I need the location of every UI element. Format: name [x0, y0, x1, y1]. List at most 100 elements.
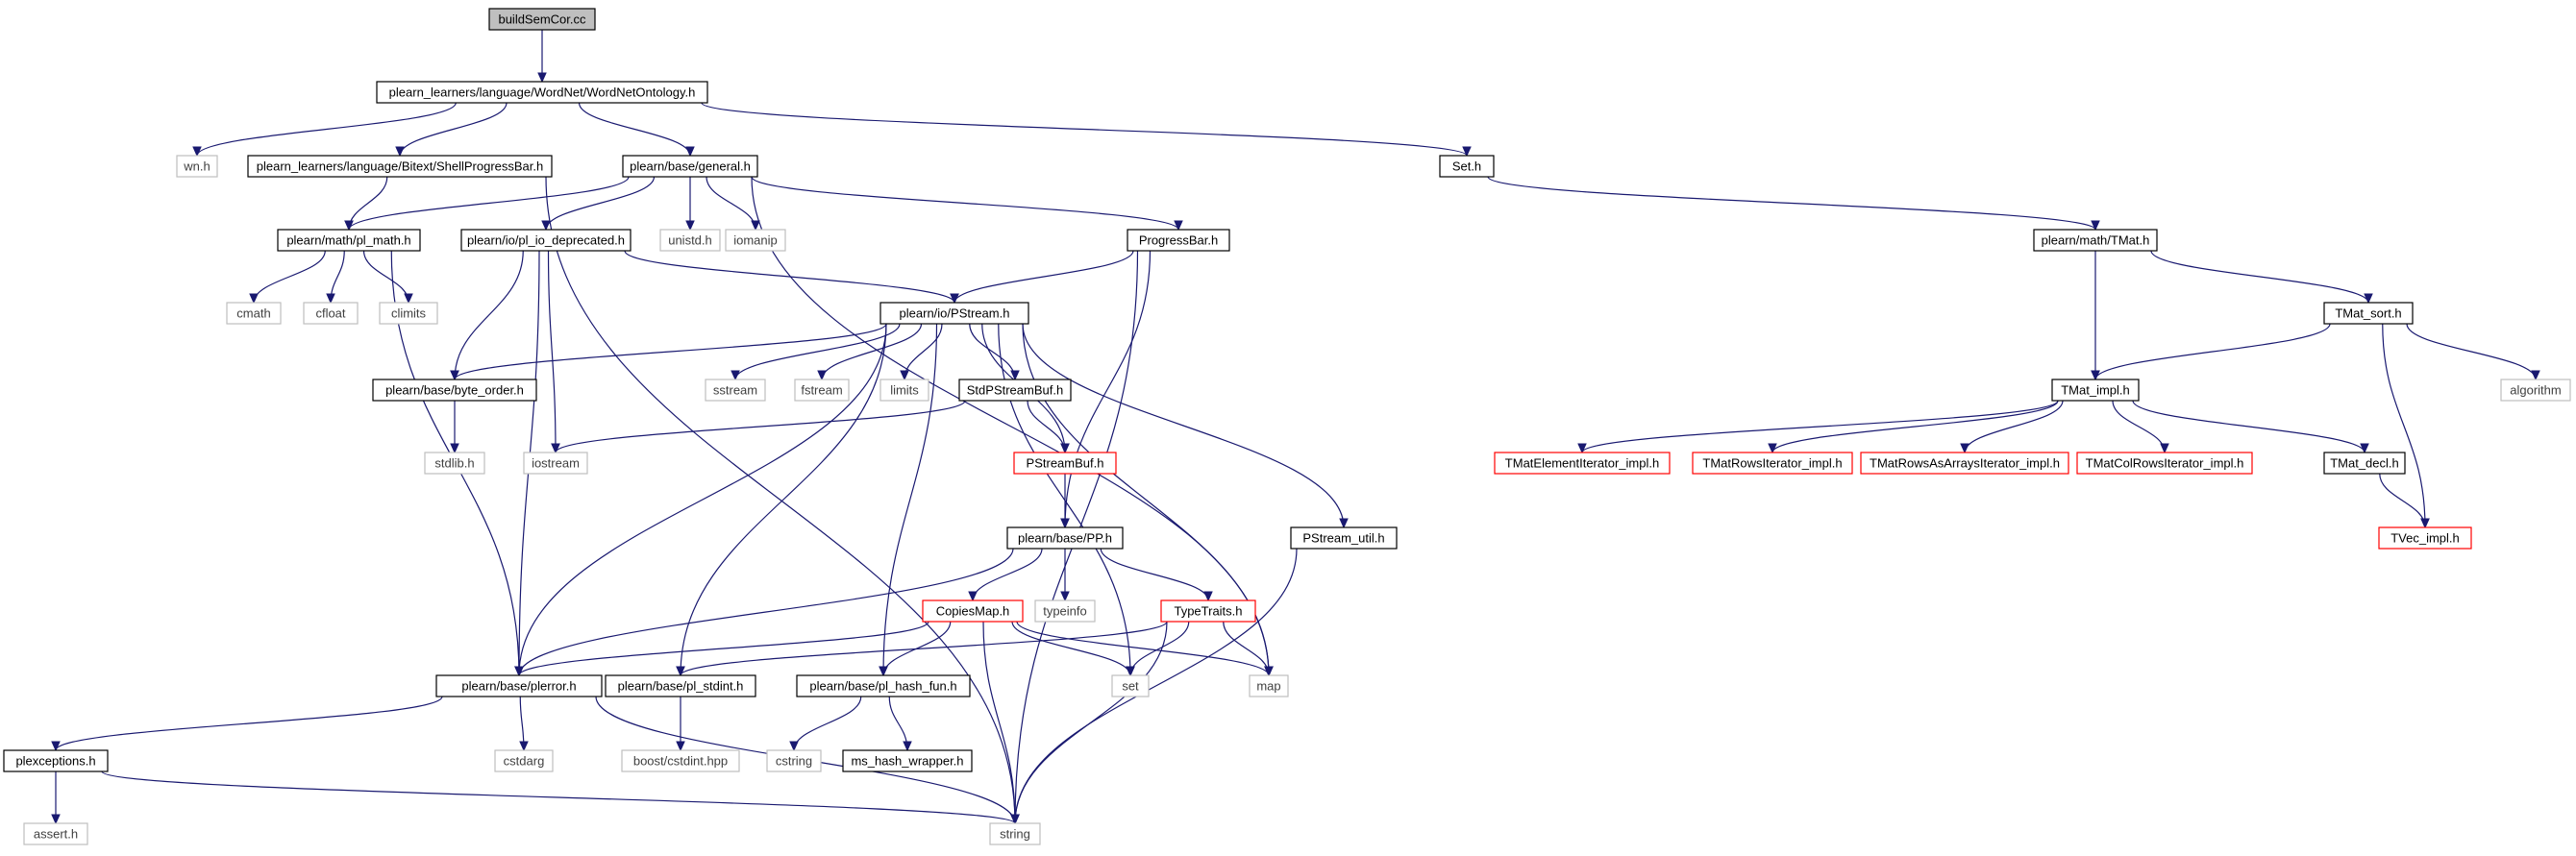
node-label: sstream — [713, 383, 757, 398]
node-box — [989, 822, 1041, 845]
arrowhead-icon — [2091, 370, 2100, 381]
node-tmatElem[interactable]: TMatElementIterator_impl.h — [1494, 452, 1671, 475]
edge-general-to-ioDep — [541, 176, 656, 232]
edge-line — [1014, 621, 1168, 824]
node-stdPsb[interactable]: StdPStreamBuf.h — [958, 379, 1072, 402]
node-cstdint: boost/cstdint.hpp — [621, 749, 740, 772]
node-hashFun[interactable]: plearn/base/pl_hash_fun.h — [796, 674, 971, 697]
node-pstreamUtil[interactable]: PStream_util.h — [1290, 526, 1398, 550]
node-tmat[interactable]: plearn/math/TMat.h — [2033, 229, 2158, 252]
node-plexceptions[interactable]: plexceptions.h — [3, 749, 109, 772]
node-tmatSort[interactable]: TMat_sort.h — [2323, 302, 2414, 325]
node-label: climits — [391, 306, 427, 321]
node-box — [494, 749, 554, 772]
node-climits: climits — [379, 302, 438, 325]
node-label: ProgressBar.h — [1139, 233, 1218, 248]
arrowhead-icon — [731, 370, 740, 381]
node-general[interactable]: plearn/base/general.h — [622, 155, 758, 178]
arrowhead-icon — [2160, 443, 2169, 454]
node-unistd: unistd.h — [659, 229, 721, 252]
arrowhead-icon — [950, 293, 959, 305]
edge-tmatImpl-to-tmatRows — [1768, 400, 2059, 454]
node-plerror[interactable]: plearn/base/plerror.h — [435, 674, 603, 697]
edge-plmath-to-climits — [362, 250, 413, 305]
edge-line — [706, 176, 756, 231]
node-tmatDecl[interactable]: TMat_decl.h — [2323, 452, 2406, 475]
arrowhead-icon — [2364, 293, 2373, 305]
node-wordnet[interactable]: plearn_learners/language/WordNet/WordNet… — [376, 81, 708, 104]
node-box — [705, 379, 766, 402]
edge-tmatSort-to-algorithm — [2406, 323, 2540, 381]
node-tmatRowsArr[interactable]: TMatRowsAsArraysIterator_impl.h — [1860, 452, 2069, 475]
node-copiesMap[interactable]: CopiesMap.h — [922, 599, 1024, 623]
node-plmath[interactable]: plearn/math/pl_math.h — [277, 229, 421, 252]
node-tmatImpl[interactable]: TMat_impl.h — [2051, 379, 2140, 402]
edge-line — [348, 176, 388, 231]
node-label: plearn/base/plerror.h — [461, 679, 576, 694]
node-box — [1034, 599, 1096, 623]
edge-line — [1064, 250, 1152, 528]
node-seth[interactable]: Set.h — [1439, 155, 1495, 178]
edge-line — [1581, 400, 2059, 453]
edge-line — [545, 176, 656, 231]
node-box — [176, 155, 218, 178]
node-label: plearn_learners/language/Bitext/ShellPro… — [257, 159, 543, 174]
edge-ioDep-to-byteOrder — [450, 250, 524, 381]
node-shellprog[interactable]: plearn_learners/language/Bitext/ShellPro… — [247, 155, 553, 178]
node-box — [1249, 674, 1289, 697]
edge-line — [1223, 621, 1270, 676]
edge-line — [1016, 621, 1270, 676]
node-limits: limits — [879, 379, 929, 402]
node-label: TMatElementIterator_impl.h — [1505, 456, 1659, 471]
node-plstdint[interactable]: plearn/base/pl_stdint.h — [605, 674, 756, 697]
node-pp[interactable]: plearn/base/PP.h — [1006, 526, 1124, 550]
node-label: TMat_impl.h — [2061, 383, 2130, 398]
node-byteOrder[interactable]: plearn/base/byte_order.h — [372, 379, 537, 402]
node-tmatCol[interactable]: TMatColRowsIterator_impl.h — [2076, 452, 2253, 475]
arrowhead-icon — [1126, 666, 1135, 677]
arrowhead-icon — [900, 370, 909, 381]
node-label: plexceptions.h — [15, 754, 95, 769]
node-label: assert.h — [34, 827, 78, 842]
edge-line — [348, 176, 630, 231]
arrowhead-icon — [903, 741, 912, 752]
edge-wordnet-to-wn — [192, 102, 457, 158]
node-box — [766, 749, 822, 772]
node-box — [460, 229, 632, 252]
arrowhead-icon — [751, 220, 760, 232]
node-label: boost/cstdint.hpp — [633, 754, 728, 769]
node-assert: assert.h — [23, 822, 88, 845]
arrowhead-icon — [450, 443, 459, 454]
node-box — [958, 379, 1072, 402]
node-progress[interactable]: ProgressBar.h — [1127, 229, 1230, 252]
node-pstream[interactable]: plearn/io/PStream.h — [879, 302, 1029, 325]
arrowhead-icon — [676, 666, 685, 677]
arrowhead-icon — [2091, 220, 2100, 232]
node-psb[interactable]: PStreamBuf.h — [1013, 452, 1117, 475]
node-msHash[interactable]: ms_hash_wrapper.h — [842, 749, 973, 772]
edge-plstdint-to-cstdint — [676, 696, 685, 752]
edge-line — [751, 176, 1179, 231]
node-box — [621, 749, 740, 772]
node-typeTraits[interactable]: TypeTraits.h — [1160, 599, 1256, 623]
edge-pp-to-typeinfo — [1060, 549, 1070, 602]
edge-line — [982, 621, 1016, 824]
node-fstream: fstream — [794, 379, 850, 402]
node-root[interactable]: buildSemCor.cc — [488, 8, 596, 31]
arrowhead-icon — [51, 741, 61, 752]
edge-line — [545, 176, 1016, 824]
node-box — [879, 379, 929, 402]
node-ioDep[interactable]: plearn/io/pl_io_deprecated.h — [460, 229, 632, 252]
node-tvec[interactable]: TVec_impl.h — [2378, 526, 2472, 550]
edge-line — [2150, 250, 2369, 304]
edge-general-to-iomanip — [706, 176, 760, 232]
node-tmatRows[interactable]: TMatRowsIterator_impl.h — [1692, 452, 1853, 475]
arrowhead-icon — [395, 146, 405, 158]
node-box — [2323, 302, 2414, 325]
edge-line — [518, 621, 929, 676]
arrowhead-icon — [685, 146, 695, 158]
edge-tmatSort-to-tmatImpl — [2091, 323, 2331, 381]
node-box — [2076, 452, 2253, 475]
arrowhead-icon — [537, 72, 547, 84]
edge-psb-to-pp — [1060, 474, 1070, 529]
